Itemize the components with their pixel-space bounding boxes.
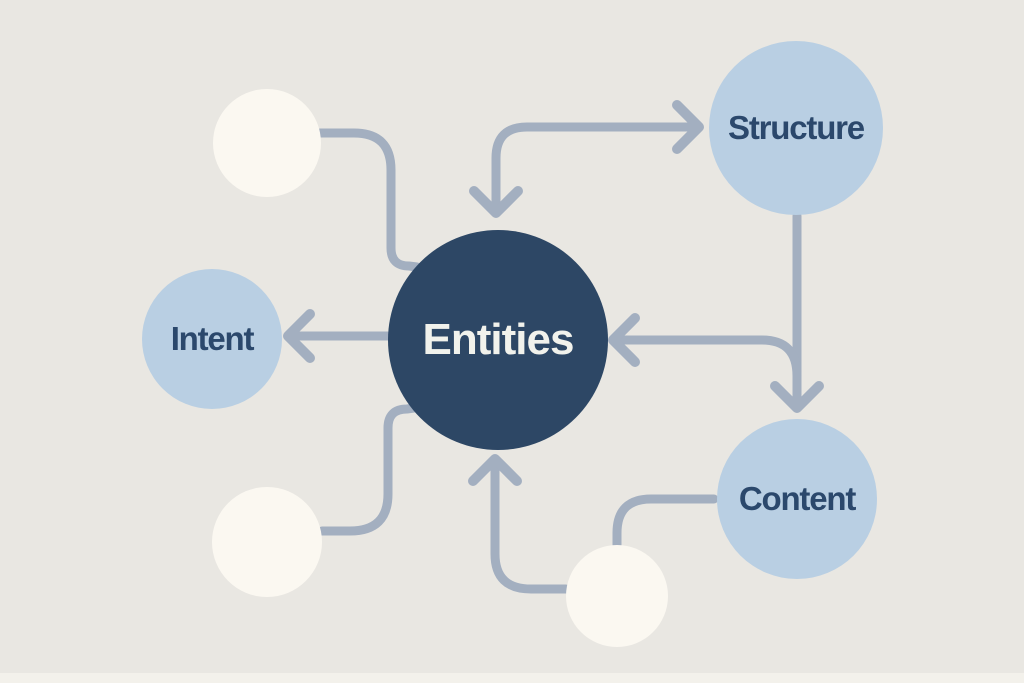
bottom-edge-strip (0, 673, 1024, 683)
node-entities-label: Entities (422, 315, 575, 364)
edge-topleft-to-entities (315, 128, 422, 272)
node-intent: Intent (142, 269, 282, 409)
node-unlabeled-bottom-center (566, 545, 668, 647)
edge-bottomcenter-to-content (612, 494, 719, 552)
edge-bottomleft-to-entities (317, 403, 419, 536)
node-unlabeled-top-left (213, 89, 321, 197)
arrowhead-down-into-entities (469, 186, 523, 218)
node-content: Content (717, 419, 877, 579)
arrowhead-into-intent (283, 309, 315, 363)
arrowhead-into-content (770, 381, 824, 413)
node-structure: Structure (709, 41, 883, 215)
node-entities: Entities (388, 230, 608, 450)
edge-bottomcenter-to-entities (490, 465, 571, 594)
node-structure-label: Structure (728, 109, 865, 146)
edge-elbow-entities-structure (491, 122, 694, 209)
node-content-label: Content (738, 480, 856, 517)
arrowhead-up-into-entities (468, 454, 522, 486)
arrowhead-left-into-entities (608, 313, 640, 367)
node-intent-label: Intent (170, 320, 255, 357)
arrowhead-into-structure (672, 100, 704, 154)
edge-branch-to-entities (619, 335, 802, 381)
node-unlabeled-bottom-left (212, 487, 322, 597)
